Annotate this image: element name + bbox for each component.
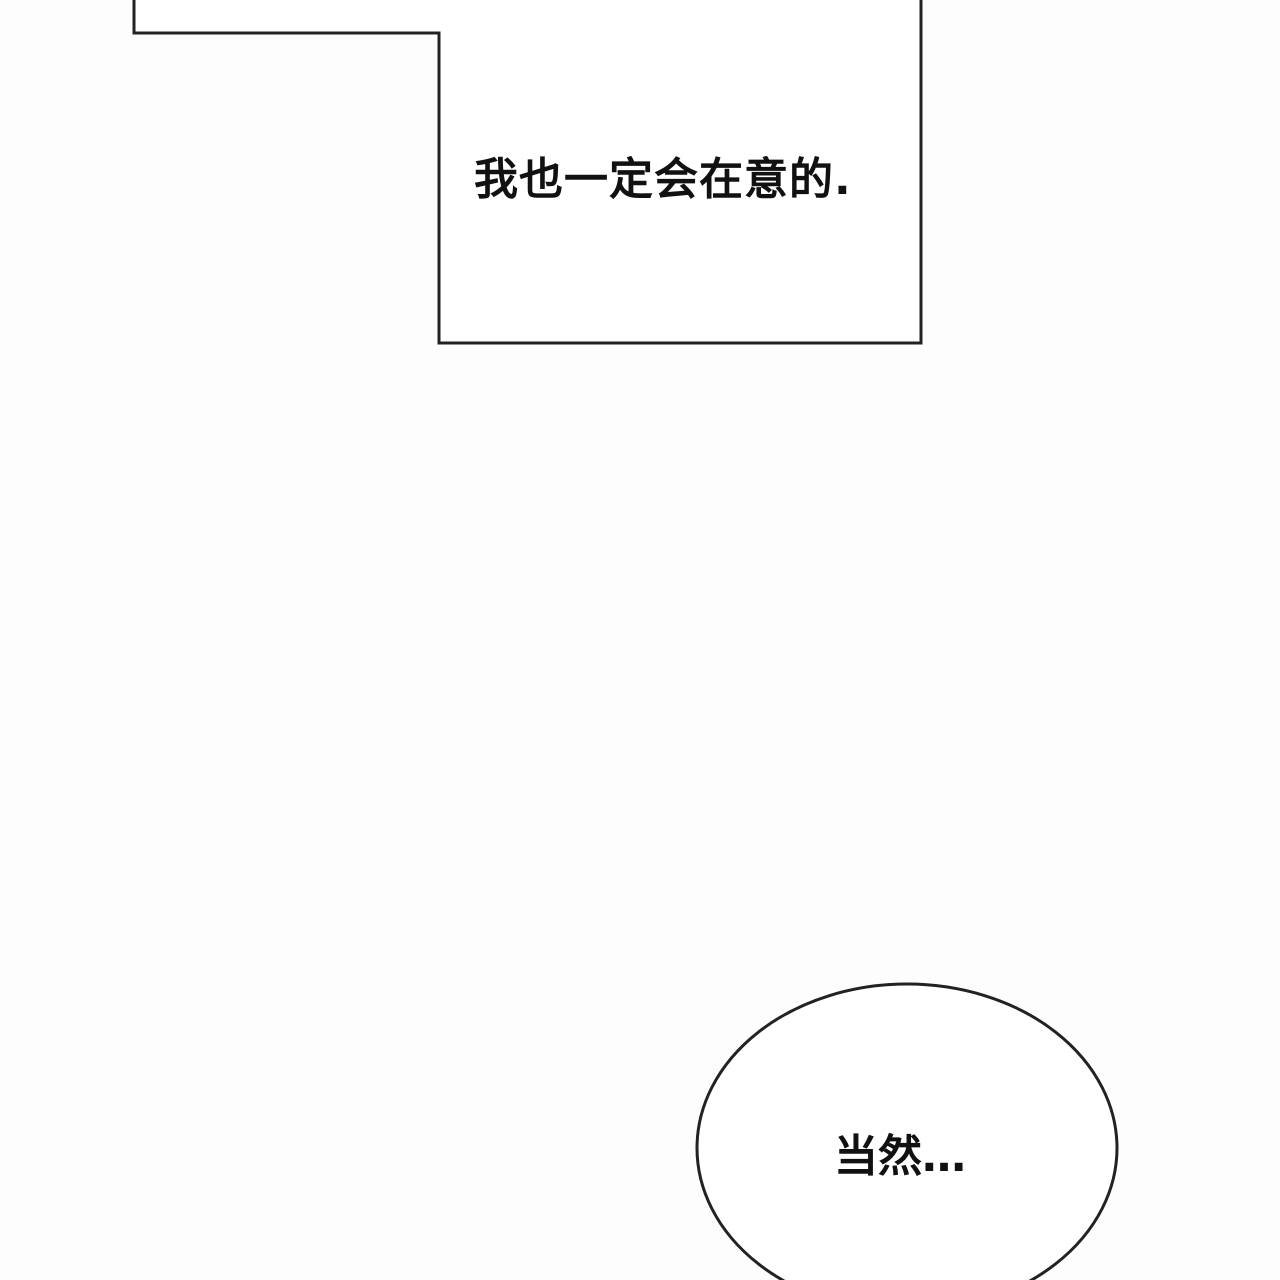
narration-text: 我也一定会在意的. <box>474 154 852 205</box>
narration-box <box>132 0 923 345</box>
speech-bubble-text: 当然… <box>834 1131 966 1182</box>
speech-bubble <box>695 982 1119 1280</box>
